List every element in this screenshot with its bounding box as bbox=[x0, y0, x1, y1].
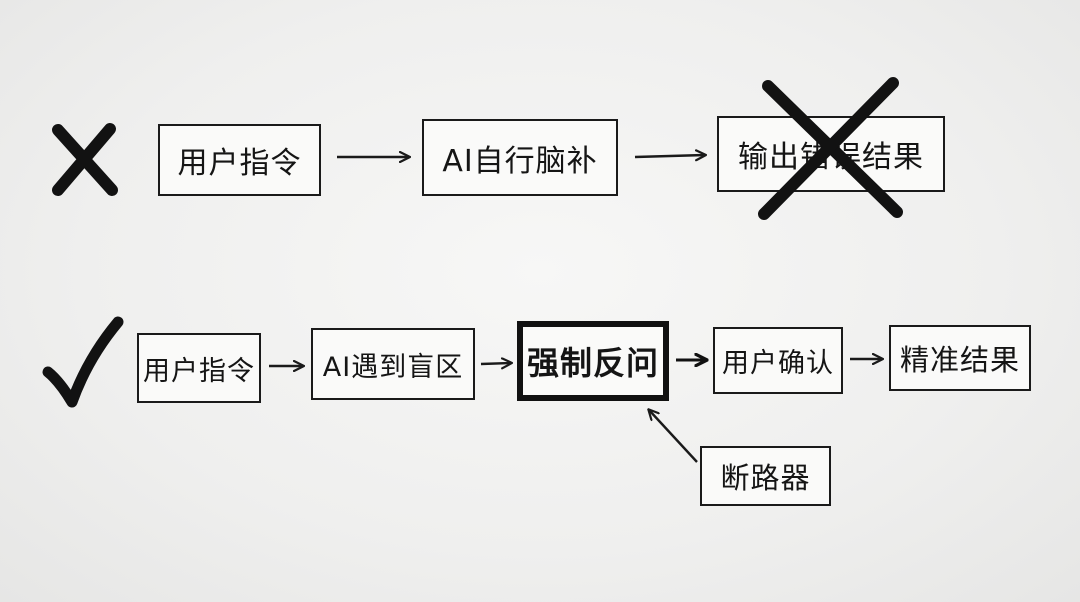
wrong-user-command-box: 用户指令 bbox=[158, 124, 321, 196]
arrow-2-2 bbox=[480, 363, 511, 364]
right-user-command-box: 用户指令 bbox=[137, 333, 261, 403]
right-user-confirm-box: 用户确认 bbox=[713, 327, 843, 394]
cross-mark-icon bbox=[52, 123, 118, 196]
wrong-ai-guess-box: AI自行脑补 bbox=[422, 119, 618, 196]
wrong-output-box: 输出错误结果 bbox=[717, 116, 945, 192]
arrow-1-2 bbox=[634, 155, 705, 157]
right-ai-blindspot-box: AI遇到盲区 bbox=[311, 328, 475, 400]
right-forced-question-box: 强制反问 bbox=[517, 321, 669, 401]
check-mark-icon bbox=[42, 316, 124, 408]
right-precise-result-box: 精准结果 bbox=[889, 325, 1031, 391]
arrow-breaker bbox=[649, 410, 698, 463]
circuit-breaker-box: 断路器 bbox=[700, 446, 831, 506]
